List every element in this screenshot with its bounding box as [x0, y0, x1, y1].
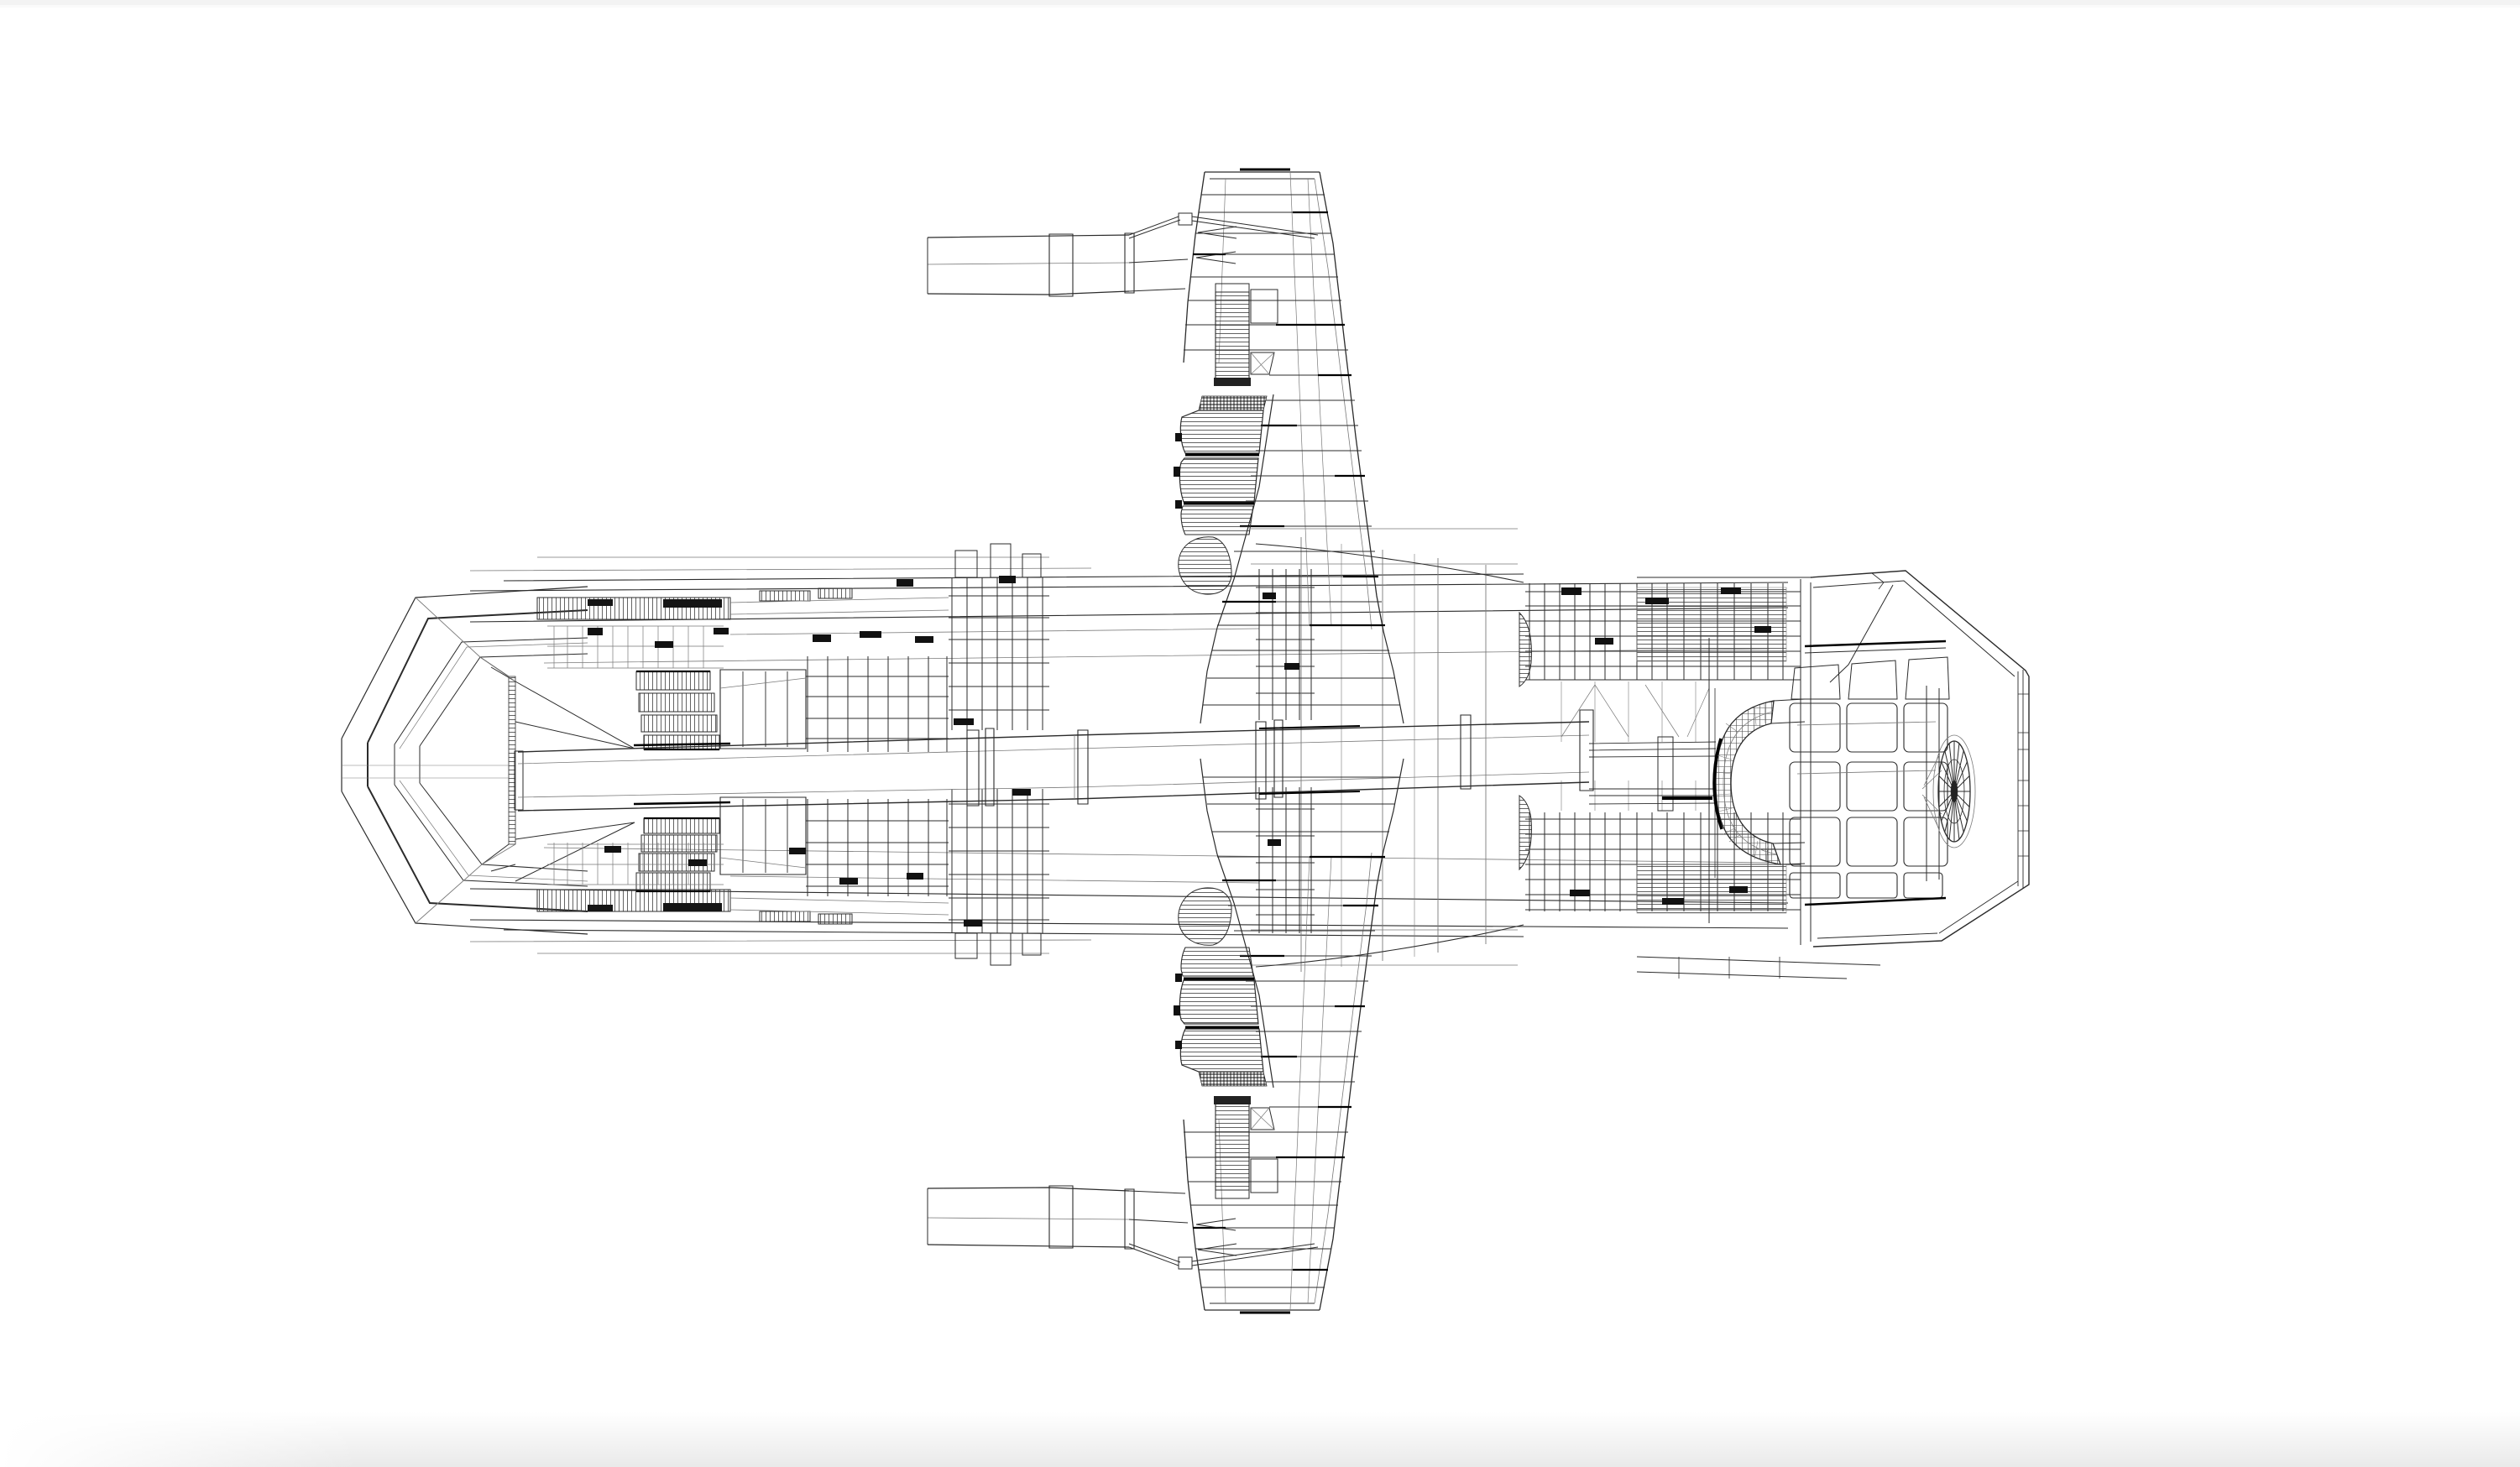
nose-section: [341, 586, 635, 935]
wing-fairing: [1255, 537, 1524, 972]
backdrop: [0, 0, 2520, 8]
left-machinery: [547, 543, 1049, 966]
cockpit-section: [1588, 570, 2030, 948]
wireframe-model: [0, 0, 2520, 1314]
central-shaft: [517, 709, 1594, 812]
wing-and-boom: [927, 168, 1532, 1314]
floor-shadow: [0, 1412, 2520, 1467]
mid-columns: [1256, 569, 1315, 933]
right-machinery: [1525, 577, 1881, 979]
floor-shadow-fade: [0, 1412, 361, 1467]
intake-strips: [536, 587, 949, 925]
wing-and-boom-mirrored: [927, 758, 1532, 1314]
